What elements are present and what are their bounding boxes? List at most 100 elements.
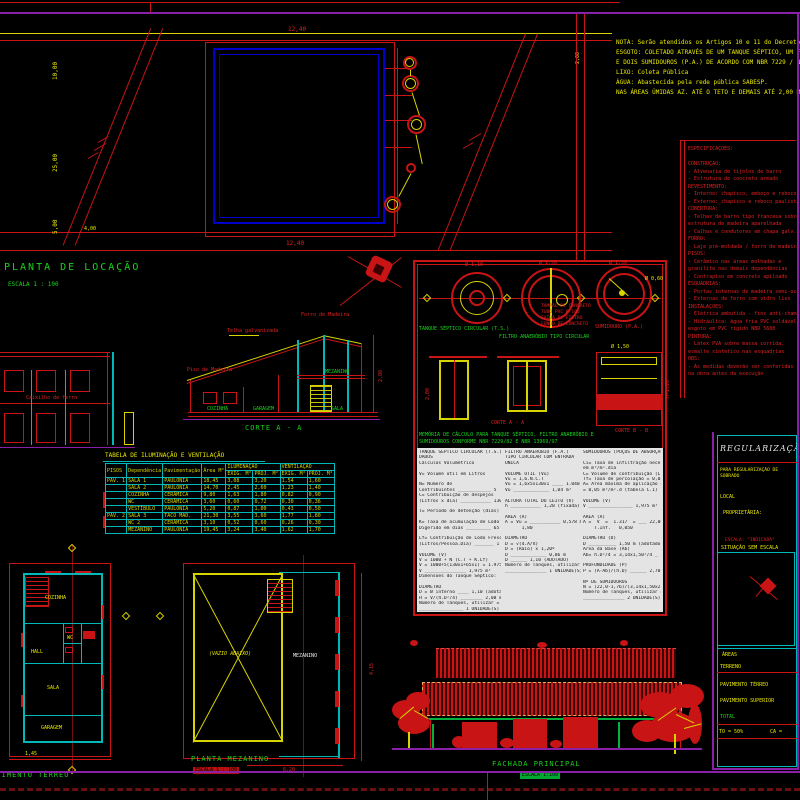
v <box>361 573 362 761</box>
sump-section <box>596 352 662 426</box>
sub-header: PROJ. M² <box>306 470 335 478</box>
v <box>347 340 349 412</box>
dim-label: 5,00 <box>52 219 59 234</box>
text-line: TANQUE SÉPTICO CIRCULAR (T.S.) <box>419 450 501 455</box>
illumination-table-grid: PISOS Dependência Pavimentação Área M² I… <box>104 463 335 534</box>
text-line: Lf= Contribuição de Lodo Fresco <box>419 536 501 542</box>
dl <box>74 28 164 246</box>
h <box>279 572 339 573</box>
owner-label: PROPRIETÁRIA: <box>723 510 763 516</box>
exterior-walls <box>23 573 103 743</box>
g <box>335 580 339 596</box>
text-line: esgoto em PVC rígido NBR 5688 <box>688 326 776 332</box>
illumination-table: TABELA DE ILUMINAÇÃO E VENTILAÇÃO PISOS … <box>103 452 335 544</box>
text-line: ÁGUA: Abastecida pela rede pública SABES… <box>616 79 768 86</box>
dl <box>411 92 420 116</box>
text-line: V _______________ 1,975 m³ <box>419 568 491 574</box>
h <box>0 40 612 41</box>
calc-col-3: SUMIDOUROS (POÇOS DE ABSORÇÃO)Ci= Taxa d… <box>583 450 661 601</box>
detail-label: TANQUE SÉPTICO CIRCULAR (T.S.) <box>419 326 510 332</box>
text-line: Vu = 1,6x5x130x1 ____ 1.040 L <box>505 482 581 488</box>
h <box>45 571 61 573</box>
table-cell: 3,08 <box>225 477 254 485</box>
memo-line: MEMÓRIA DE CÁLCULO PARA TANQUE SÉPTICO, … <box>419 432 594 438</box>
dim-label: Ø 1,10 <box>465 262 484 268</box>
text-line: C= Contribuição de despejos <box>419 493 494 499</box>
table-cell: PAULONIA <box>162 505 203 513</box>
detail-label: SUMIDOURO (P.A.) <box>595 324 644 330</box>
col-header: Pavimentação <box>162 463 203 478</box>
dim-label: Ø 1,50 <box>611 344 630 350</box>
h <box>717 738 797 739</box>
dl <box>468 133 482 141</box>
terreo-plan: COZINHA HALL WC SALA GARAGEM 1,45 PAVIME… <box>0 543 185 785</box>
h <box>9 759 111 760</box>
v <box>361 343 362 412</box>
room-label: WC <box>67 635 74 641</box>
text-line: V= Volume útil em Litros <box>419 471 486 477</box>
table-cell: WC <box>126 498 164 506</box>
table-cell: 2,45 <box>225 484 254 492</box>
pav-terreo-label: PAVIMENTO TÉRREO <box>720 682 769 688</box>
col-header: VENTILAÇÃO <box>279 463 335 471</box>
sub-header: PROJ. M² <box>252 470 281 478</box>
v <box>684 140 685 398</box>
v <box>303 555 304 777</box>
v <box>712 432 714 770</box>
nota-lines: NOTA: Serão atendidos os Artigos 10 e 11… <box>616 38 800 98</box>
text-line: 1,80 <box>505 525 533 531</box>
v <box>550 268 552 328</box>
h <box>0 403 110 404</box>
room-label: HALL <box>31 649 44 655</box>
table-cell: 18,45 <box>201 477 227 485</box>
text-line: FUNDO DE CONCRETO <box>541 322 589 327</box>
text-line: E DOIS SUMIDOUROS (P.A.) DE ACORDO COM N… <box>616 59 800 66</box>
text-line: FORRO: <box>688 236 707 242</box>
room-label: GARAGEM <box>41 725 63 731</box>
h <box>717 462 797 463</box>
terreno-label: TERRENO <box>720 664 742 670</box>
bush <box>550 740 562 748</box>
ci1 <box>411 119 422 130</box>
plan-title: PLANTA MEZANINO <box>191 755 270 763</box>
text-line: NOTA: Serão atendidos os Artigos 10 e 11… <box>616 39 800 46</box>
text-line: VOLUME ÚTIL (Vu) <box>505 471 550 477</box>
sheet-title: REGULARIZAÇÃO <box>720 444 800 453</box>
door <box>563 717 598 748</box>
table-cell: SALA 3 <box>126 512 164 520</box>
text-line: Dimensões do Tanque Séptico: <box>419 574 497 580</box>
h <box>601 378 657 379</box>
text-line: Vu _____________ 1,04 m³ <box>505 487 572 493</box>
h <box>23 663 103 664</box>
g <box>335 728 339 744</box>
text-line: estrutura de madeira aparelhada <box>688 221 782 227</box>
table-cell: 14,70 <box>201 484 227 492</box>
areas-label: ÁREAS <box>722 652 738 658</box>
cir <box>406 163 416 173</box>
roof-band-lower <box>422 682 682 716</box>
h <box>297 375 365 376</box>
h <box>439 418 469 420</box>
text-line <box>688 154 798 162</box>
site-plan-title: PLANTA DE LOCAÇÃO <box>4 262 141 273</box>
text-line: A = Vu = ___________ 0,578 m² <box>505 520 581 526</box>
text-line: C= Volume de contribuição (L.Dia) <box>583 471 661 477</box>
text-line: - Externas de ferro com vidro liso <box>688 296 791 302</box>
blob <box>670 684 704 708</box>
text-line: DIÂMETRO (D) <box>583 536 617 542</box>
h <box>717 648 797 649</box>
h <box>183 419 380 420</box>
text-line: ESGOTO: COLETADO ATRAVÉS DE UM TANQUE SÉ… <box>616 49 800 56</box>
h <box>0 356 110 357</box>
table-cell <box>104 484 128 492</box>
text-line: Número de Tanques, utilizar = <box>505 563 581 569</box>
stairs <box>310 385 332 412</box>
text-line: TAMPÃO DE CONCRETO <box>541 304 591 309</box>
text-line: D = (Raio) x 1,20º <box>505 547 555 553</box>
table-cell: PAV. 2 <box>104 512 128 520</box>
text-line: - Calhas e condutores em chapa galv. <box>688 228 797 235</box>
text-line: A= Área máxima de aplicação diária <box>583 482 661 488</box>
